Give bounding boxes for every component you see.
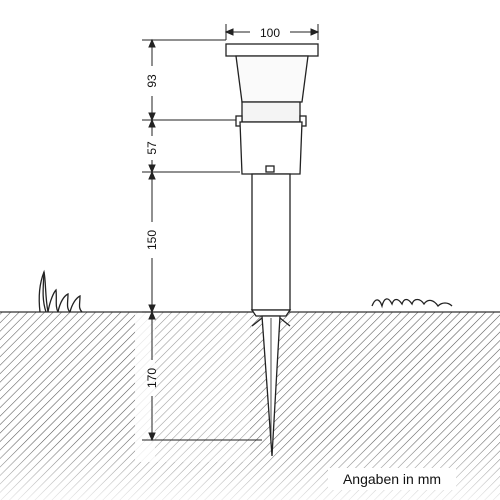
lamp-collar: [241, 101, 301, 123]
dim-label-93: 93: [145, 74, 159, 88]
dim-label-170: 170: [145, 368, 159, 388]
lamp-post: [251, 173, 291, 311]
lamp-housing-notch: [265, 165, 275, 173]
lamp-head: [235, 55, 309, 103]
dimension-top-width: [224, 24, 320, 40]
units-caption: Angaben in mm: [343, 471, 441, 487]
caption-background: [328, 468, 456, 490]
lamp-top-plate: [225, 43, 319, 57]
grass-right: [371, 298, 453, 309]
dim-label-150: 150: [145, 230, 159, 250]
dim-label-width: 100: [260, 26, 280, 40]
lamp-clip-left: [235, 115, 243, 127]
spike-collar: [250, 309, 292, 317]
dim-label-57: 57: [145, 141, 159, 155]
dimension-vertical-chain: [142, 38, 262, 442]
lamp-housing: [239, 121, 303, 175]
grass-left: [38, 269, 83, 313]
lamp: [225, 43, 319, 457]
lamp-clip-right: [299, 115, 307, 127]
